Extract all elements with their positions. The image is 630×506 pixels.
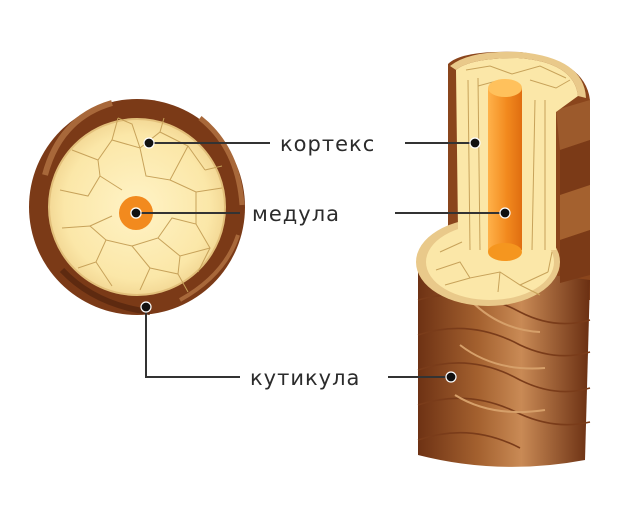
shaft-medulla-top [488, 79, 522, 97]
cortex-dot-left [144, 138, 154, 148]
medulla-dot-right [500, 208, 510, 218]
hair-shaft [416, 52, 590, 467]
cuticle-leader-left [146, 307, 240, 377]
medulla-label: медула [252, 202, 340, 226]
shaft-medulla [488, 82, 522, 258]
upper-cuticle-scales [556, 100, 590, 283]
medulla-dot-left [131, 208, 141, 218]
cuticle-label: кутикула [250, 366, 360, 390]
cuticle-dot-right [446, 372, 456, 382]
cortex-dot-right [470, 138, 480, 148]
cuticle-dot-left [141, 302, 151, 312]
cross-section [29, 99, 245, 315]
shaft-medulla-bottom [488, 243, 522, 261]
cortex-label: кортекс [280, 132, 375, 156]
